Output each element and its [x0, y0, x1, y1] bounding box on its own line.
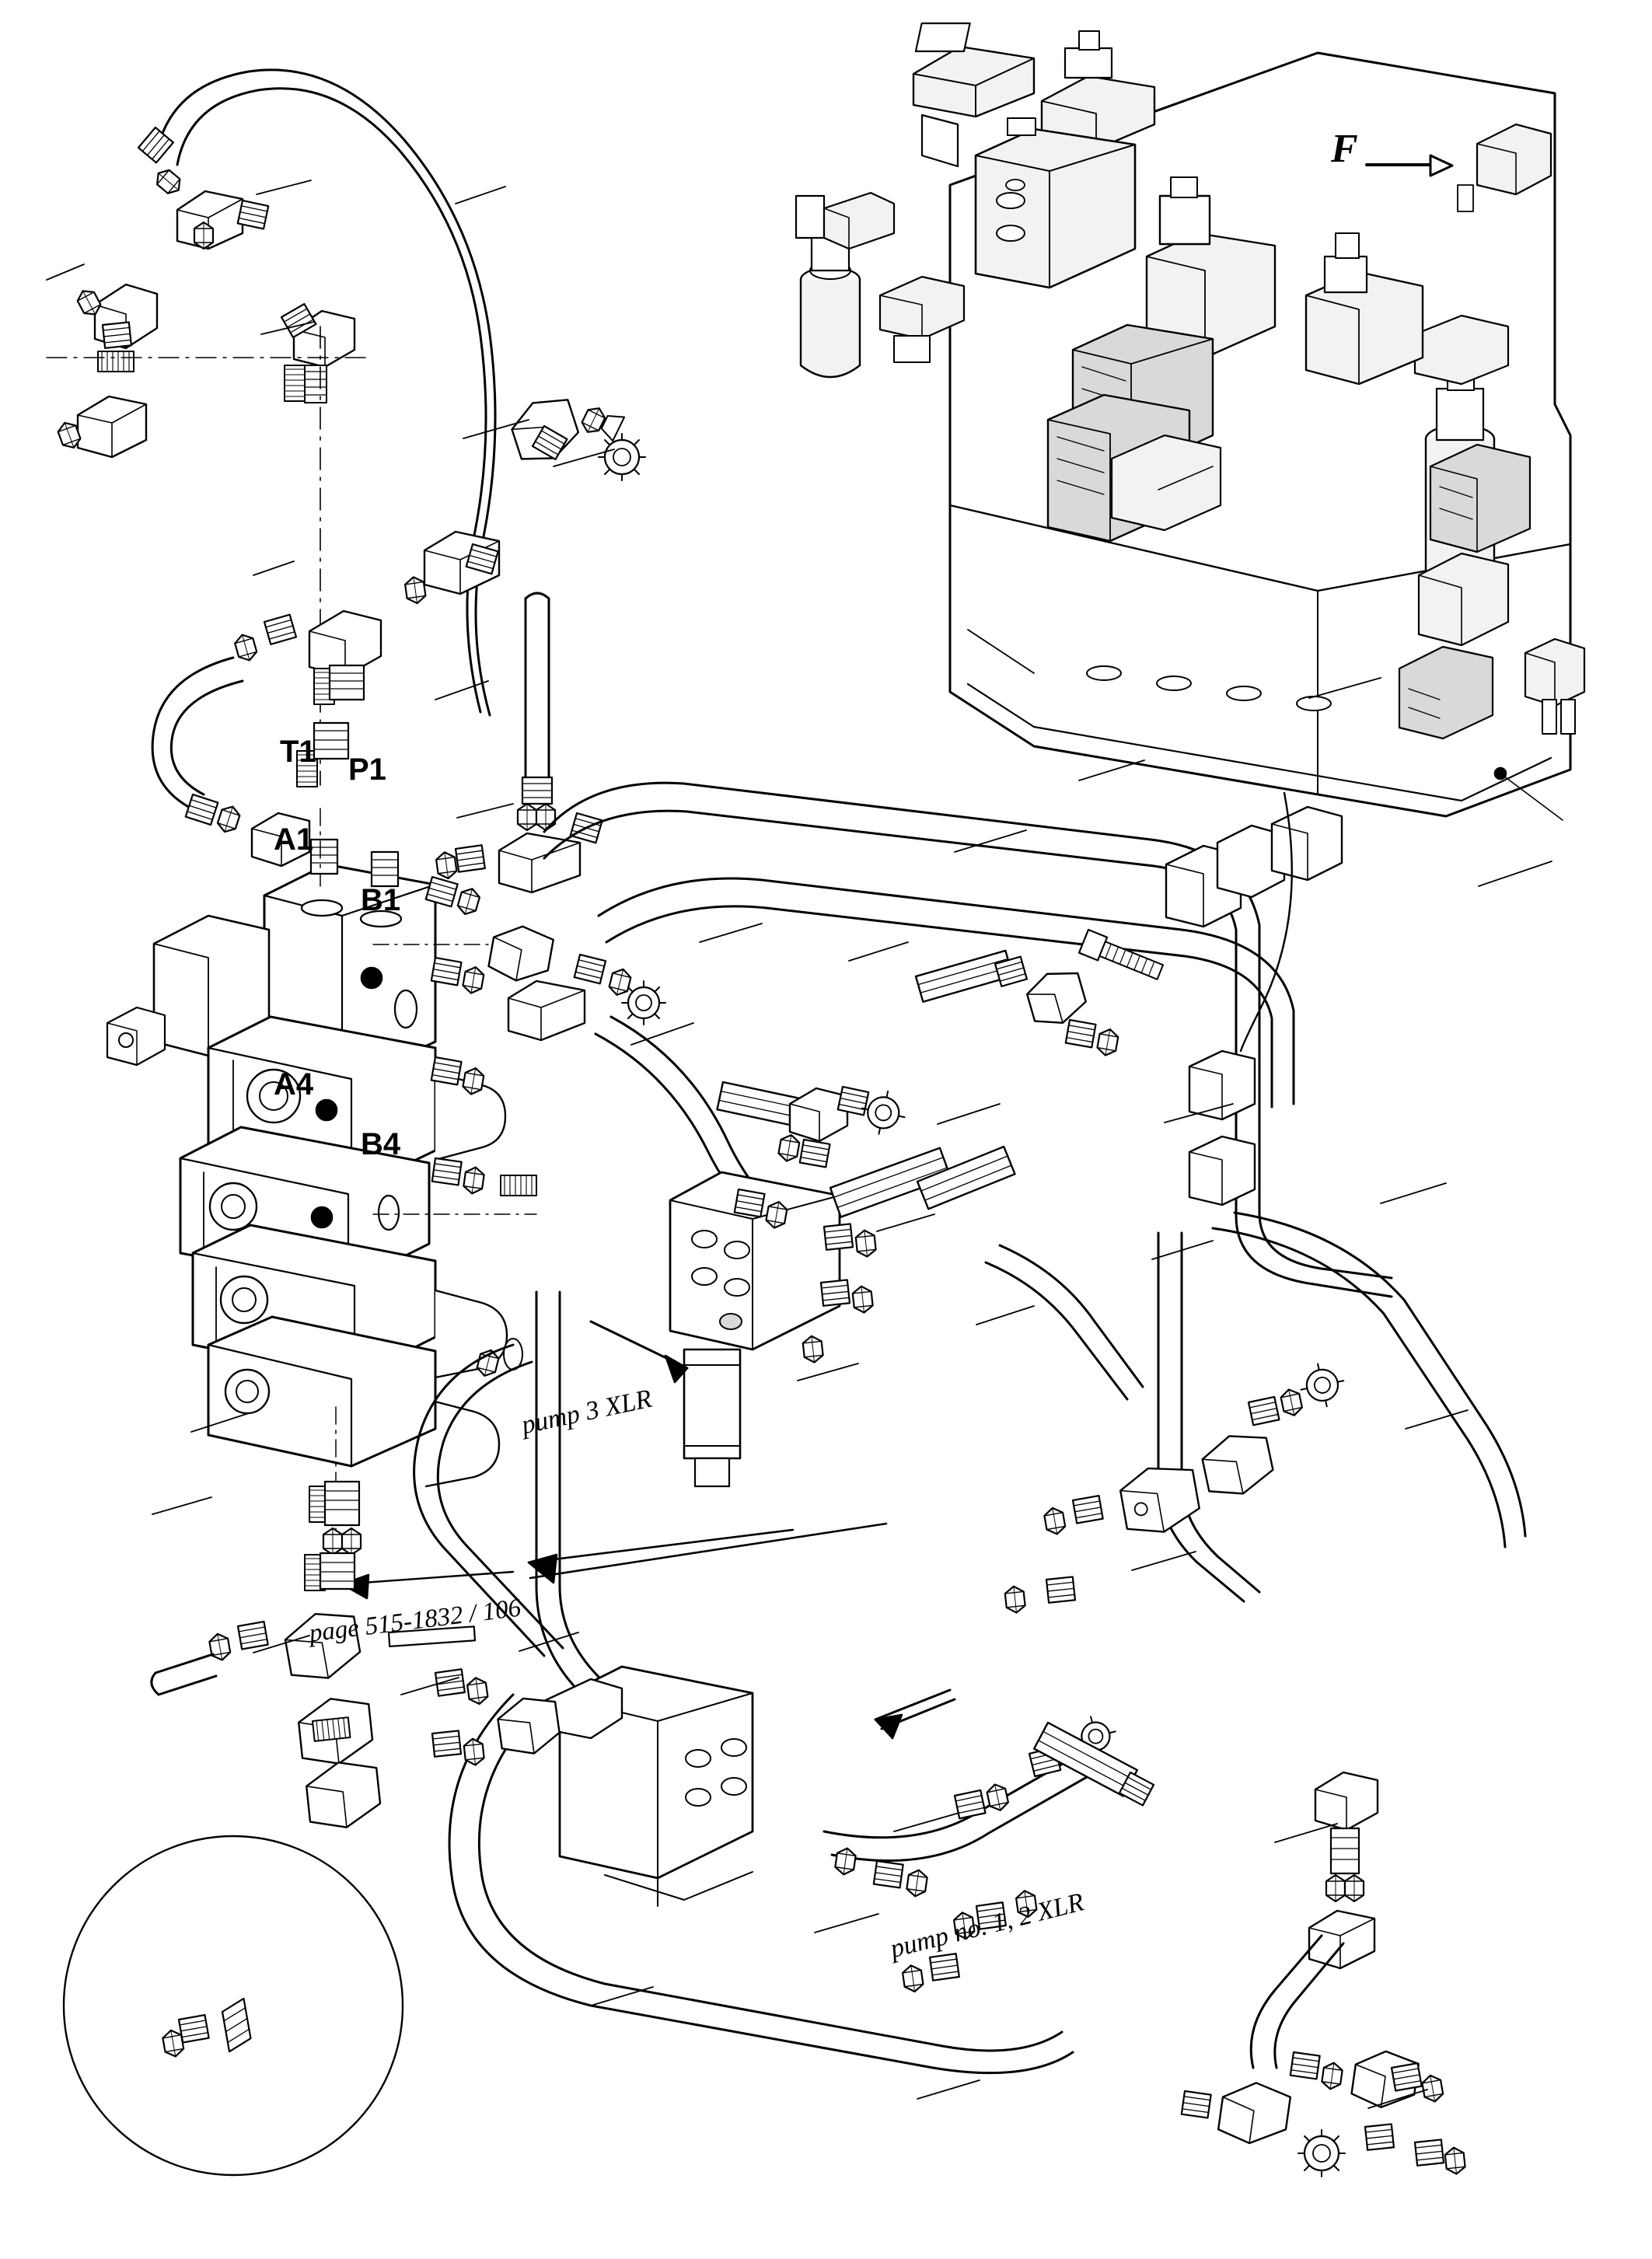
port-label-b4: B4	[361, 1127, 401, 1161]
port-label-a4: A4	[274, 1067, 314, 1102]
flow-direction-label: F	[1331, 127, 1358, 171]
flow-direction-arrow	[1365, 154, 1454, 177]
port-label-b1: B1	[361, 883, 401, 917]
port-label-t1: T1	[280, 735, 316, 769]
port-label-p1: P1	[348, 752, 386, 787]
control-valve-bank	[106, 838, 523, 1488]
port-label-a1: A1	[274, 822, 314, 857]
valve-cabinet-assembly	[795, 22, 1586, 821]
